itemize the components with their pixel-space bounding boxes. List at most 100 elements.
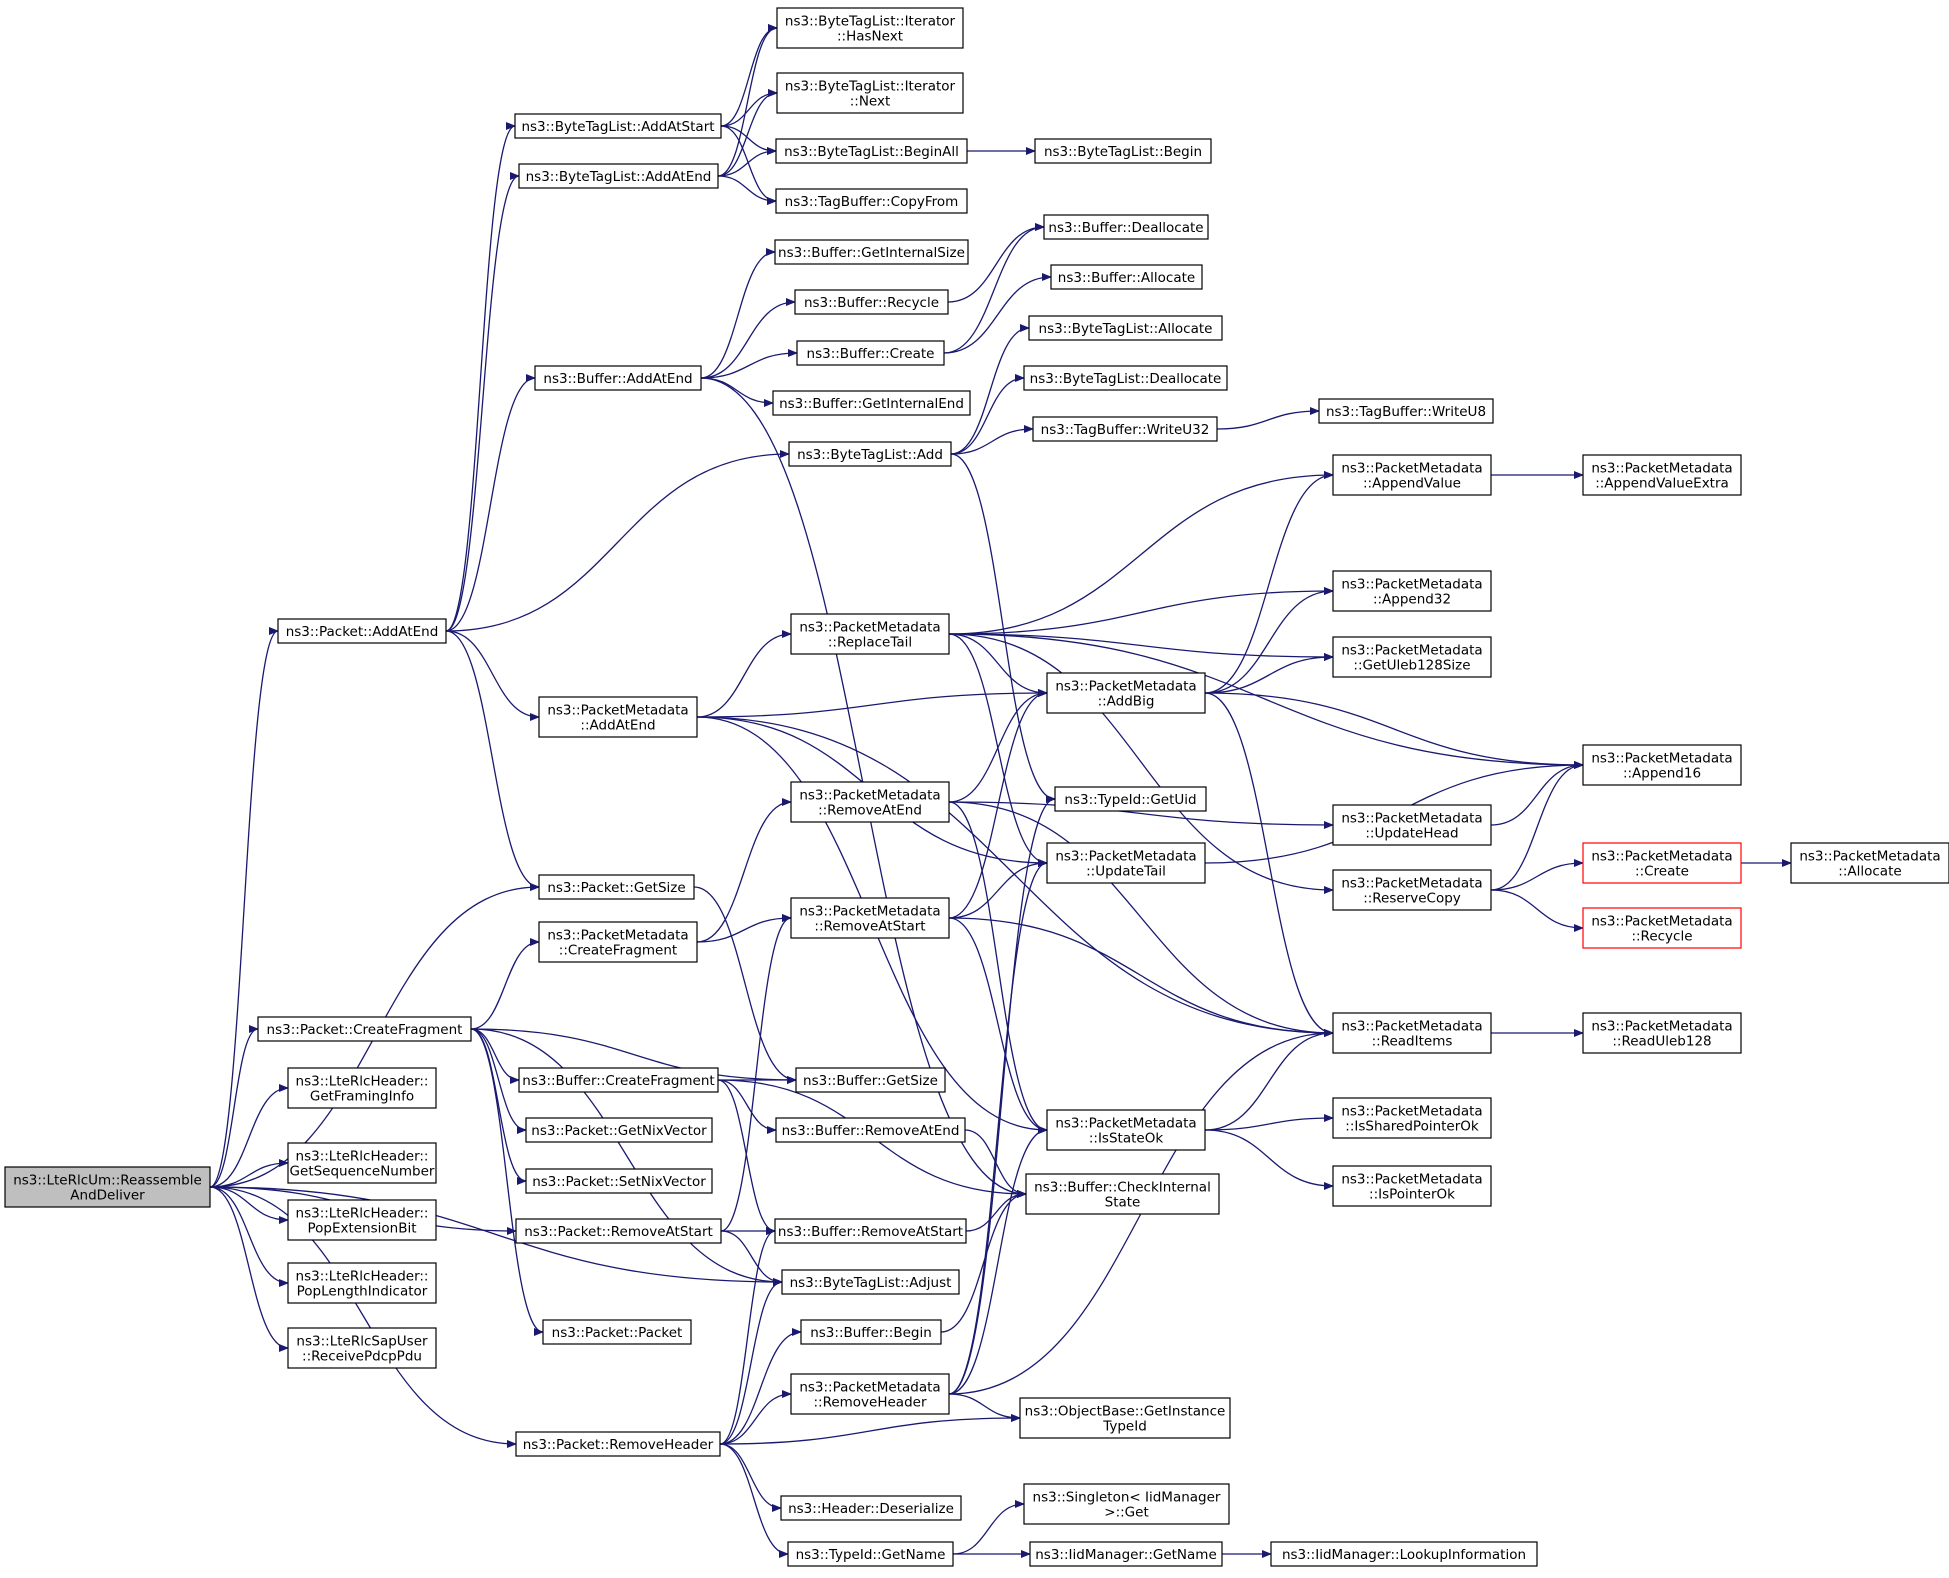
node-pkt_createfrag[interactable]: ns3::Packet::CreateFragment [257,1016,472,1042]
node-box [538,696,698,738]
node-buf_create[interactable]: ns3::Buffer::Create [796,340,945,366]
node-pm_createfrag[interactable]: ns3::PacketMetadata::CreateFragment [538,921,698,963]
node-buf_begin[interactable]: ns3::Buffer::Begin [800,1319,942,1345]
node-pm_appendvalue[interactable]: ns3::PacketMetadata::AppendValue [1332,454,1492,496]
node-iid_lookup[interactable]: ns3::IidManager::LookupInformation [1270,1541,1538,1567]
edge-pkt_removeheader-to-buf_begin [719,1328,802,1445]
node-iter_next[interactable]: ns3::ByteTagList::Iterator::Next [776,72,964,114]
node-buf_removeatend[interactable]: ns3::Buffer::RemoveAtEnd [775,1117,966,1143]
node-singleton_get[interactable]: ns3::Singleton< IidManager>::Get [1023,1483,1230,1525]
node-btl_dealloc[interactable]: ns3::ByteTagList::Deallocate [1023,365,1228,391]
node-pm_removeheader[interactable]: ns3::PacketMetadata::RemoveHeader [790,1373,950,1415]
node-iter_hasnext[interactable]: ns3::ByteTagList::Iterator::HasNext [776,7,964,49]
node-label: ns3::PacketMetadata [1591,751,1732,767]
edge-pm_reservecopy-to-pm_append16 [1490,761,1584,891]
edge-pkt_addatend-to-btl_add [445,450,790,632]
node-hdr_poplen[interactable]: ns3::LteRlcHeader::PopLengthIndicator [287,1262,437,1304]
edge-pm_createfrag-to-pm_removeatstart [696,914,792,943]
node-tb_writeu32[interactable]: ns3::TagBuffer::WriteU32 [1032,416,1218,442]
node-pm_updatehead[interactable]: ns3::PacketMetadata::UpdateHead [1332,804,1492,846]
node-pm_readuleb[interactable]: ns3::PacketMetadata::ReadUleb128 [1582,1012,1742,1054]
node-box [1054,786,1207,812]
node-hdr_popext[interactable]: ns3::LteRlcHeader::PopExtensionBit [287,1199,437,1241]
node-pm_getuleb[interactable]: ns3::PacketMetadata::GetUleb128Size [1332,636,1492,678]
node-pkt_removeatstart[interactable]: ns3::Packet::RemoveAtStart [515,1218,722,1244]
node-hdr_framing[interactable]: ns3::LteRlcHeader::GetFramingInfo [287,1067,437,1109]
node-label: ns3::ByteTagList::Deallocate [1030,371,1222,387]
node-label: ns3::Singleton< IidManager [1033,1490,1221,1506]
node-box [1790,842,1949,884]
node-btl_adjust[interactable]: ns3::ByteTagList::Adjust [781,1269,960,1295]
edge-pm_removeatend-to-pm_readitems [948,801,1334,1037]
node-pm_removeatend[interactable]: ns3::PacketMetadata::RemoveAtEnd [790,781,950,823]
node-box [534,365,702,391]
node-tb_copyfrom[interactable]: ns3::TagBuffer::CopyFrom [775,188,968,214]
node-pm_isptr[interactable]: ns3::PacketMetadata::IsPointerOk [1332,1165,1492,1207]
edge-pkt_createfrag-to-pkt_packet [470,1028,544,1336]
node-pm_recycle[interactable]: ns3::PacketMetadata::Recycle [1582,907,1742,949]
node-iid_getname[interactable]: ns3::IidManager::GetName [1029,1541,1223,1567]
node-btl_add[interactable]: ns3::ByteTagList::Add [788,441,952,467]
node-pm_append16[interactable]: ns3::PacketMetadata::Append16 [1582,744,1742,786]
node-box [790,613,950,655]
node-pkt_addatend[interactable]: ns3::Packet::AddAtEnd [277,618,447,644]
node-box [1582,842,1742,884]
node-hdr_deserialize[interactable]: ns3::Header::Deserialize [780,1495,962,1521]
node-buf_alloc[interactable]: ns3::Buffer::Allocate [1050,264,1203,290]
node-btl_beginall[interactable]: ns3::ByteTagList::BeginAll [775,138,968,164]
node-pm_updatetail[interactable]: ns3::PacketMetadata::UpdateTail [1046,842,1206,884]
node-pm_create[interactable]: ns3::PacketMetadata::Create [1582,842,1742,884]
edge-pkt_addatend-to-pkt_getsize [445,630,540,891]
node-pm_addbig[interactable]: ns3::PacketMetadata::AddBig [1046,672,1206,714]
node-hdr_seqnum[interactable]: ns3::LteRlcHeader::GetSequenceNumber [287,1142,437,1184]
node-pkt_setnix[interactable]: ns3::Packet::SetNixVector [525,1168,713,1194]
node-buf_recycle[interactable]: ns3::Buffer::Recycle [794,289,949,315]
node-pm_append32[interactable]: ns3::PacketMetadata::Append32 [1332,570,1492,612]
node-buf_removeatstart[interactable]: ns3::Buffer::RemoveAtStart [774,1218,967,1244]
node-pkt_getnix[interactable]: ns3::Packet::GetNixVector [525,1117,713,1143]
node-btl_addatstart[interactable]: ns3::ByteTagList::AddAtStart [514,113,722,139]
node-buf_getinternalend[interactable]: ns3::Buffer::GetInternalEnd [772,390,971,416]
node-label: AndDeliver [70,1188,145,1204]
node-buf_getsize[interactable]: ns3::Buffer::GetSize [795,1067,946,1093]
node-buf_dealloc[interactable]: ns3::Buffer::Deallocate [1043,214,1209,240]
node-label: PopExtensionBit [307,1221,416,1237]
node-tid_getuid[interactable]: ns3::TypeId::GetUid [1054,786,1207,812]
node-pm_allocate[interactable]: ns3::PacketMetadata::Allocate [1790,842,1949,884]
node-label: ns3::PacketMetadata [1341,1104,1482,1120]
edge-pm_removeheader-to-pm_updatetail [948,859,1048,1395]
node-box [1046,672,1206,714]
node-pm_issharedptr[interactable]: ns3::PacketMetadata::IsSharedPointerOk [1332,1097,1492,1139]
edge-pm_isstateok-to-pm_readitems [1204,1029,1334,1131]
node-box [775,138,968,164]
node-pkt_packet[interactable]: ns3::Packet::Packet [542,1319,692,1345]
edge-pm_addatend-to-pm_replacetail [696,630,792,718]
node-label: ns3::PacketMetadata [1341,577,1482,593]
node-tid_getname[interactable]: ns3::TypeId::GetName [787,1541,954,1567]
node-pm_readitems[interactable]: ns3::PacketMetadata::ReadItems [1332,1012,1492,1054]
node-buf_addatend[interactable]: ns3::Buffer::AddAtEnd [534,365,702,391]
node-tb_writeu8[interactable]: ns3::TagBuffer::WriteU8 [1318,398,1494,424]
node-btl_alloc[interactable]: ns3::ByteTagList::Allocate [1028,315,1223,341]
node-pm_reservecopy[interactable]: ns3::PacketMetadata::ReserveCopy [1332,869,1492,911]
node-label: ns3::PacketMetadata [547,703,688,719]
node-label: ::Append32 [1373,592,1451,608]
node-btl_begin[interactable]: ns3::ByteTagList::Begin [1034,138,1212,164]
node-pkt_removeheader[interactable]: ns3::Packet::RemoveHeader [515,1431,721,1457]
node-btl_addatend[interactable]: ns3::ByteTagList::AddAtEnd [518,163,719,189]
node-pkt_getsize[interactable]: ns3::Packet::GetSize [538,874,695,900]
node-pm_removeatstart[interactable]: ns3::PacketMetadata::RemoveAtStart [790,897,950,939]
node-pm_appendvalueextra[interactable]: ns3::PacketMetadata::AppendValueExtra [1582,454,1742,496]
edge-btl_add-to-tb_writeu32 [950,425,1034,455]
edge-pm_createfrag-to-pm_removeatend [696,798,792,943]
node-pm_replacetail[interactable]: ns3::PacketMetadata::ReplaceTail [790,613,950,655]
node-sap_recv[interactable]: ns3::LteRlcSapUser::ReceivePdcpPdu [287,1327,437,1369]
node-buf_getinternalsize[interactable]: ns3::Buffer::GetInternalSize [774,239,969,265]
node-label: ns3::IidManager::LookupInformation [1282,1547,1526,1563]
node-buf_createfrag[interactable]: ns3::Buffer::CreateFragment [518,1067,719,1093]
node-pm_addatend[interactable]: ns3::PacketMetadata::AddAtEnd [538,696,698,738]
node-pm_isstateok[interactable]: ns3::PacketMetadata::IsStateOk [1046,1109,1206,1151]
